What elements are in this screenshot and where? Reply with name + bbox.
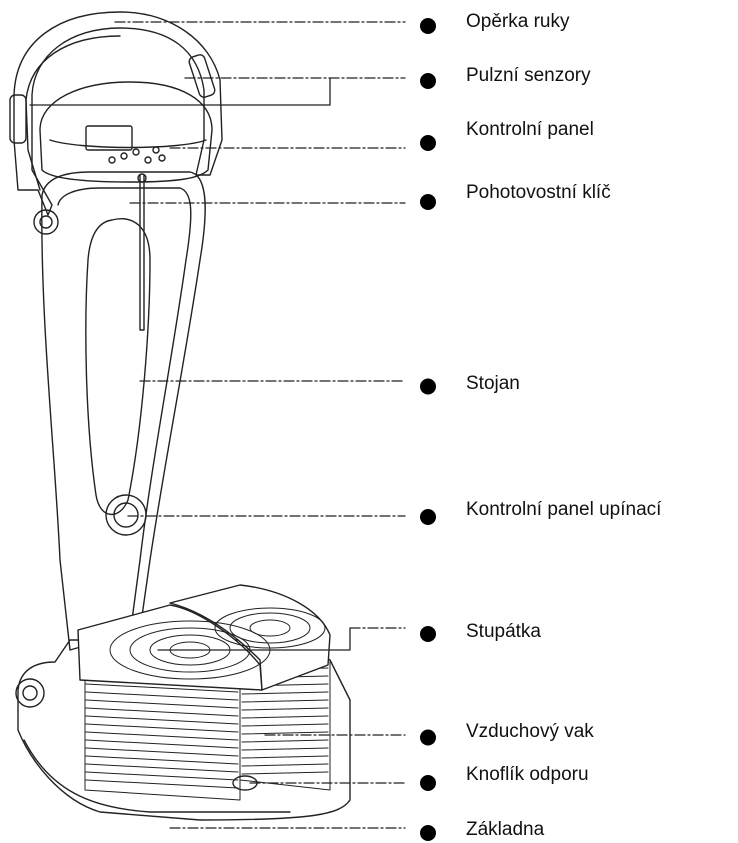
callout-bullet — [420, 379, 436, 395]
callout-bullet — [420, 626, 436, 642]
pulse-sensor-left — [10, 95, 26, 143]
callout-bullet — [420, 135, 436, 151]
label-stand: Stojan — [466, 373, 520, 395]
column-outer — [42, 172, 205, 650]
label-pulse-sensors: Pulzní senzory — [466, 65, 591, 87]
column-inner — [58, 188, 191, 620]
side-knob — [34, 210, 58, 234]
label-resistance-knob: Knoflík odporu — [466, 764, 589, 786]
callout-bullet — [420, 73, 436, 89]
label-pedals: Stupátka — [466, 621, 541, 643]
callout-bullet — [420, 825, 436, 841]
label-base: Základna — [466, 819, 544, 841]
callout-bullet — [420, 730, 436, 746]
label-panel-mount: Kontrolní panel upínací — [466, 499, 661, 521]
callout-bullet — [420, 509, 436, 525]
console-head — [40, 82, 212, 182]
label-safety-key: Pohotovostní klíč — [466, 182, 611, 204]
callout-bullet — [420, 194, 436, 210]
handlebar-inner — [26, 36, 120, 190]
label-hand-rest: Opěrka ruky — [466, 11, 569, 33]
callout-bullet — [420, 775, 436, 791]
safety-key-cord — [140, 175, 144, 330]
label-air-bag: Vzduchový vak — [466, 721, 594, 743]
base-wheel — [16, 679, 44, 707]
callout-bullet — [420, 18, 436, 34]
label-control-panel: Kontrolní panel — [466, 119, 594, 141]
